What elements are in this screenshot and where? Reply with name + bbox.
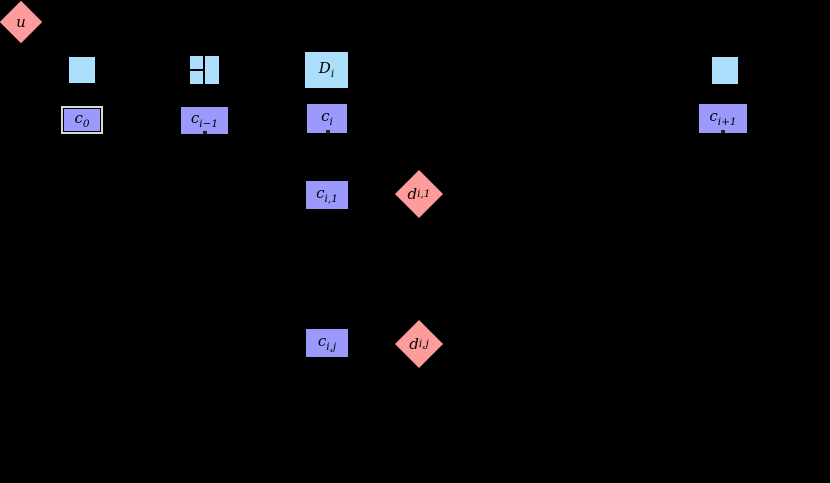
node-c-i-j-label: ci,j [317,331,337,353]
node-c-i: ci [307,104,347,133]
node-c-i-minus-1-label: ci−1 [190,109,219,131]
partition-cell-top-left [190,56,203,69]
node-D-i-label: Di [318,58,335,80]
node-u-diamond: u [0,0,43,44]
node-c-i-label: ci [321,107,333,129]
block-square-first [69,57,95,83]
partitioned-square [190,56,219,84]
partition-cell-right [205,56,219,84]
node-c0: c0 [63,108,101,132]
node-c-i-plus-1: ci+1 [699,104,747,133]
node-c-i-minus-1: ci−1 [181,107,228,134]
partition-cell-bottom-left [190,71,203,84]
node-c-i-1-label: ci,1 [316,183,338,205]
node-u-label: u [6,7,36,37]
node-c-i-1: ci,1 [306,181,348,209]
vertical-dots-hint [203,131,207,134]
node-c0-label: c0 [74,108,90,130]
vertical-dots-hint [326,130,330,133]
block-square-last [712,57,738,84]
u-label-text: u [16,12,26,31]
vertical-dots-hint [721,130,725,133]
node-D-i: Di [305,52,348,88]
node-c-i-plus-1-label: ci+1 [709,107,737,129]
node-c-i-j: ci,j [306,329,348,357]
